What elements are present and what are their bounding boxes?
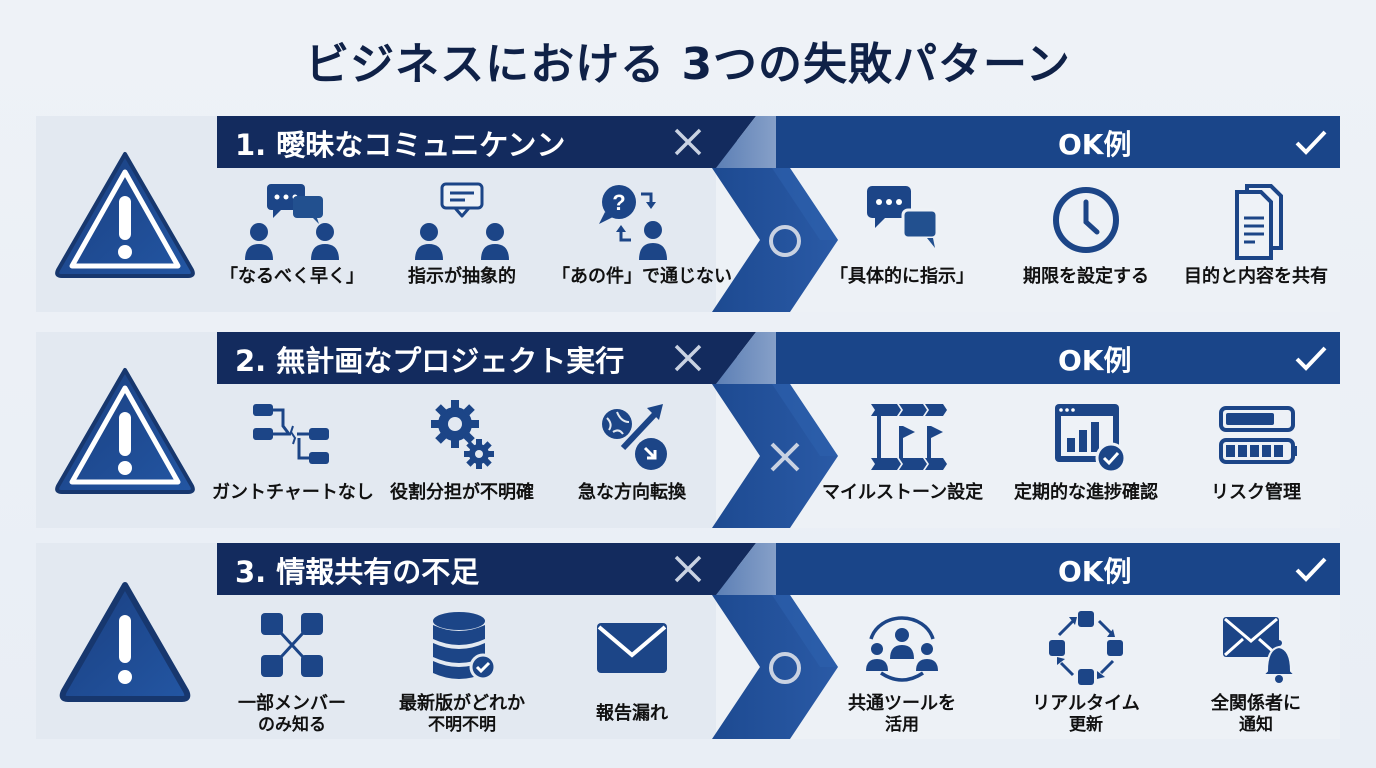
failure-row-2: 2. 無計画なプロジェクト実行 OK例 ガントチャートなし [36,332,1340,528]
svg-text:?: ? [612,190,625,215]
arrow-chevron [712,384,838,528]
ng-item-label: 報告漏れ [596,703,668,724]
failure-row-3: 3. 情報共有の不足 OK例 一部メンバー のみ知る 最新版がどれか 不明不明 [36,543,1340,739]
ok-item-label: 定期的な進捗確認 [1014,482,1158,503]
check-mark-icon [1295,557,1327,582]
gears-icon [431,400,494,469]
ng-item: ガントチャートなし [212,398,374,504]
chat-bubbles-icon [867,186,939,248]
circle-mark-icon [769,225,801,257]
ng-item: ? 「あの件」で通じない [552,182,732,288]
ng-item-label: 一部メンバー [238,693,346,714]
x-mark-icon [770,442,800,472]
ng-item: 一部メンバー のみ知る [212,609,372,735]
ok-item-label: リアルタイム [1032,693,1140,714]
ng-header-bar: 3. 情報共有の不足 [217,543,737,595]
document-icon [1235,184,1283,260]
ok-item-label: 全関係者に [1211,693,1301,714]
ok-title: OK例 [1058,555,1132,588]
ok-item: 定期的な進捗確認 [1006,398,1166,504]
ng-item-label: ガントチャートなし [212,482,374,503]
team-circle-icon [866,616,938,682]
x-mark-icon [674,555,702,583]
ng-header-bar: 1. 曖昧なコミュニケンン [217,116,737,168]
ok-item: 共通ツールを 活用 [822,609,982,735]
ok-item: 目的と内容を共有 [1176,182,1336,288]
ok-item-label-line2: 通知 [1239,715,1273,735]
clock-icon [1053,187,1119,253]
ok-item-label-line2: 活用 [885,715,919,735]
ok-item: リスク管理 [1176,398,1336,504]
ng-item-label: 急な方向転換 [578,482,686,503]
x-mark-icon [674,344,702,372]
ng-item-label: 「なるべく早く」 [220,266,364,287]
warning-triangle-icon [59,582,191,702]
chat-people-icon [245,184,339,260]
ok-item: 全関係者に 通知 [1176,609,1336,735]
check-mark-icon [1295,346,1327,371]
ng-item: 報告漏れ [552,609,712,725]
mail-bell-icon [1223,617,1298,683]
ok-item-label: リスク管理 [1211,482,1301,503]
ok-item: リアルタイム 更新 [1006,609,1166,735]
ok-title: OK例 [1058,128,1132,161]
ng-item: 指示が抽象的 [382,182,542,288]
ng-item-label-line2: のみ知る [258,715,326,735]
ng-item-label-line2: 不明不明 [428,715,496,735]
ng-item: 「なるべく早く」 [212,182,372,288]
ng-header-bar: 2. 無計画なプロジェクト実行 [217,332,737,384]
envelope-icon [597,623,667,673]
ng-item-label: 役割分担が不明確 [390,482,534,503]
ok-title: OK例 [1058,344,1132,377]
warning-triangle-icon [55,368,195,494]
milestone-flags-icon [871,404,947,470]
arrow-chevron [712,168,838,312]
ok-item-label: マイルストーン設定 [822,482,984,503]
ok-item: マイルストーン設定 [822,398,984,504]
ok-item: 期限を設定する [1006,182,1166,288]
direction-change-icon [602,404,667,470]
ok-item-label: 期限を設定する [1023,266,1149,287]
x-mark-icon [674,128,702,156]
ok-item-label: 共通ツールを [848,693,956,714]
broken-flow-icon [253,404,329,464]
failure-row-1: 1. 曖昧なコミュニケンン OK例 「なるべく早く」 指示が抽象的 [36,116,1340,312]
ok-item-label-line2: 更新 [1069,715,1103,735]
database-check-icon [433,612,497,681]
ng-item-label: 指示が抽象的 [408,266,516,287]
ok-item: 「具体的に指示」 [822,182,982,288]
question-person-icon: ? [599,185,667,260]
ok-item-label: 「具体的に指示」 [830,266,974,287]
sync-cycle-icon [1049,611,1123,685]
ng-item-label: 「あの件」で通じない [552,266,732,287]
ng-title: 1. 曖昧なコミュニケンン [235,128,566,162]
check-mark-icon [1295,130,1327,155]
ok-header-bar [776,332,1340,384]
circle-mark-icon [769,652,801,684]
message-people-icon [415,182,509,260]
chart-check-icon [1055,404,1127,474]
battery-bars-icon [1219,406,1297,464]
ok-header-bar [776,543,1340,595]
ng-item: 最新版がどれか 不明不明 [382,609,542,735]
ok-header-bar [776,116,1340,168]
page-title: ビジネスにおける 3つの失敗パターン [305,39,1071,90]
arrow-chevron [712,595,838,739]
ng-title: 3. 情報共有の不足 [235,555,480,589]
ng-item-label: 最新版がどれか [399,693,525,714]
ng-item: 役割分担が不明確 [382,398,542,504]
ng-item: 急な方向転換 [552,398,712,504]
warning-triangle-icon [55,152,195,278]
disconnected-nodes-icon [261,613,323,677]
ok-item-label: 目的と内容を共有 [1184,266,1328,287]
ng-title: 2. 無計画なプロジェクト実行 [235,344,625,378]
